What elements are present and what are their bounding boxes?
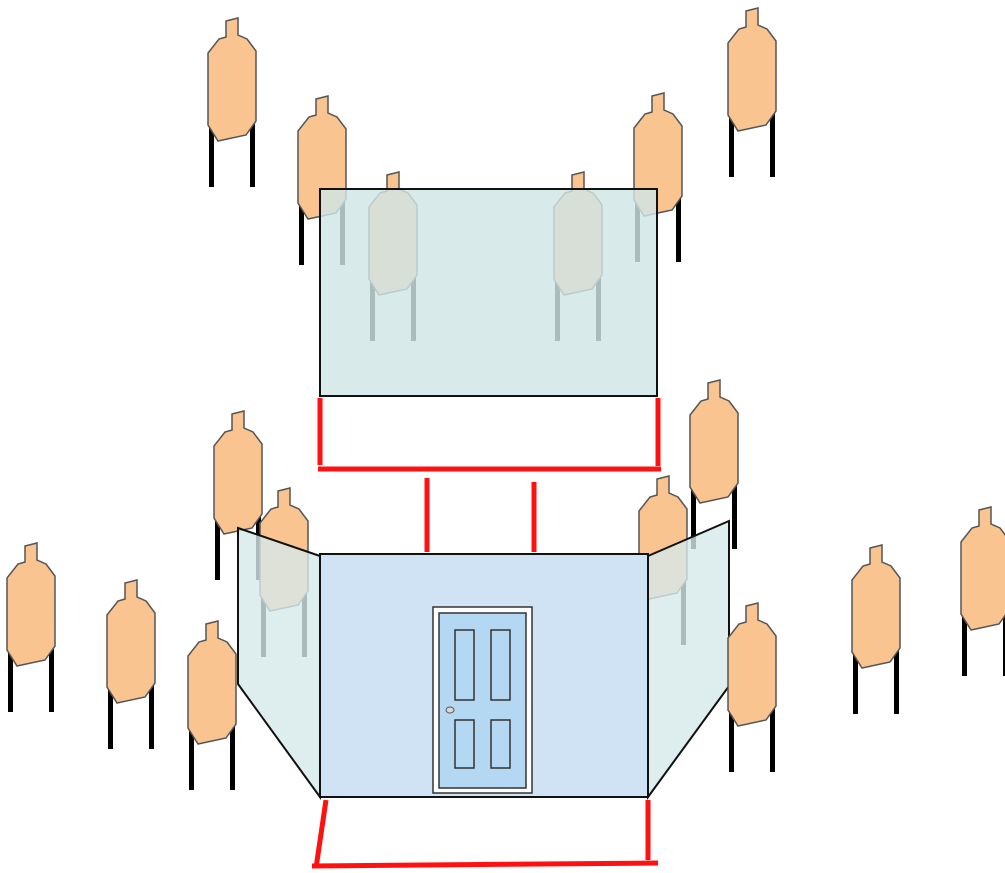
paper-silhouette-target-icon xyxy=(689,379,739,549)
left-side-wall xyxy=(237,526,321,801)
paper-silhouette-target-icon xyxy=(106,579,156,749)
right-side-wall xyxy=(647,519,730,801)
paper-silhouette-target-icon xyxy=(851,544,901,714)
fault-line xyxy=(313,799,329,869)
paper-silhouette-target-icon xyxy=(727,7,777,177)
door-icon xyxy=(432,606,533,794)
paper-silhouette-target-icon xyxy=(6,542,56,712)
back-glass-barrier xyxy=(319,188,658,397)
paper-silhouette-target-icon xyxy=(727,602,777,772)
fault-line xyxy=(311,860,659,869)
paper-silhouette-target-icon xyxy=(213,410,263,580)
paper-silhouette-target-icon xyxy=(960,506,1005,676)
front-targets-layer xyxy=(6,506,1005,790)
paper-silhouette-target-icon xyxy=(187,620,237,790)
back-barrier-layer xyxy=(319,188,658,397)
front-wall-layer xyxy=(319,553,649,798)
paper-silhouette-target-icon xyxy=(207,17,257,187)
fault-lines-layer xyxy=(311,398,661,869)
